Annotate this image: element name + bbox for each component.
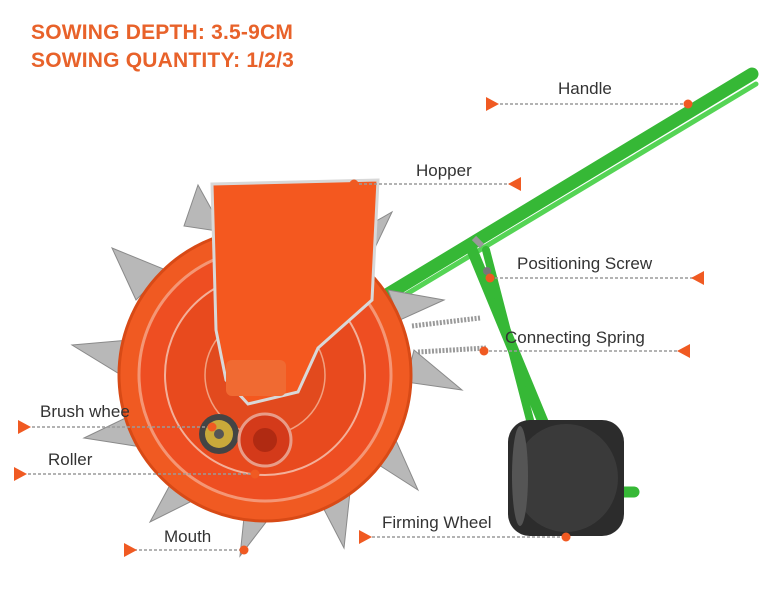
connecting-spring-marker-dot <box>479 346 489 356</box>
roller-marker-arrow <box>14 467 27 481</box>
firming-wheel-marker-arrow <box>359 530 372 544</box>
connecting-spring-label: Connecting Spring <box>505 328 645 347</box>
handle-marker-dot <box>683 99 693 109</box>
handle-label: Handle <box>558 79 612 98</box>
connecting-springs <box>411 315 487 355</box>
roller-label: Roller <box>48 450 93 469</box>
hopper-marker-dot <box>349 179 359 189</box>
firming-wheel-drum <box>508 420 624 536</box>
mouth-marker-arrow <box>124 543 137 557</box>
roller-marker-dot <box>250 469 260 479</box>
brush-wheel-label: Brush whee <box>40 402 130 421</box>
mouth-label: Mouth <box>164 527 212 546</box>
brush-wheel-part <box>199 414 239 454</box>
connecting-spring-marker-arrow <box>677 344 690 358</box>
mouth-marker-dot <box>239 545 249 555</box>
firming-wheel-marker-dot <box>561 532 571 542</box>
brush-wheel-marker-arrow <box>18 420 31 434</box>
brush-wheel-marker-dot <box>207 422 217 432</box>
hopper-shape <box>210 178 380 406</box>
handle-marker-arrow <box>486 97 499 111</box>
positioning-screw-label: Positioning Screw <box>517 254 653 273</box>
firming-wheel-label: Firming Wheel <box>382 513 492 532</box>
positioning-screw-marker-arrow <box>691 271 704 285</box>
positioning-screw-marker-dot <box>485 273 495 283</box>
roller-part <box>237 412 293 468</box>
sowing-depth-heading: SOWING DEPTH: 3.5-9CM <box>31 21 294 44</box>
hopper-marker-arrow <box>508 177 521 191</box>
hopper-label: Hopper <box>416 161 472 180</box>
sowing-quantity-heading: SOWING QUANTITY: 1/2/3 <box>31 49 295 72</box>
